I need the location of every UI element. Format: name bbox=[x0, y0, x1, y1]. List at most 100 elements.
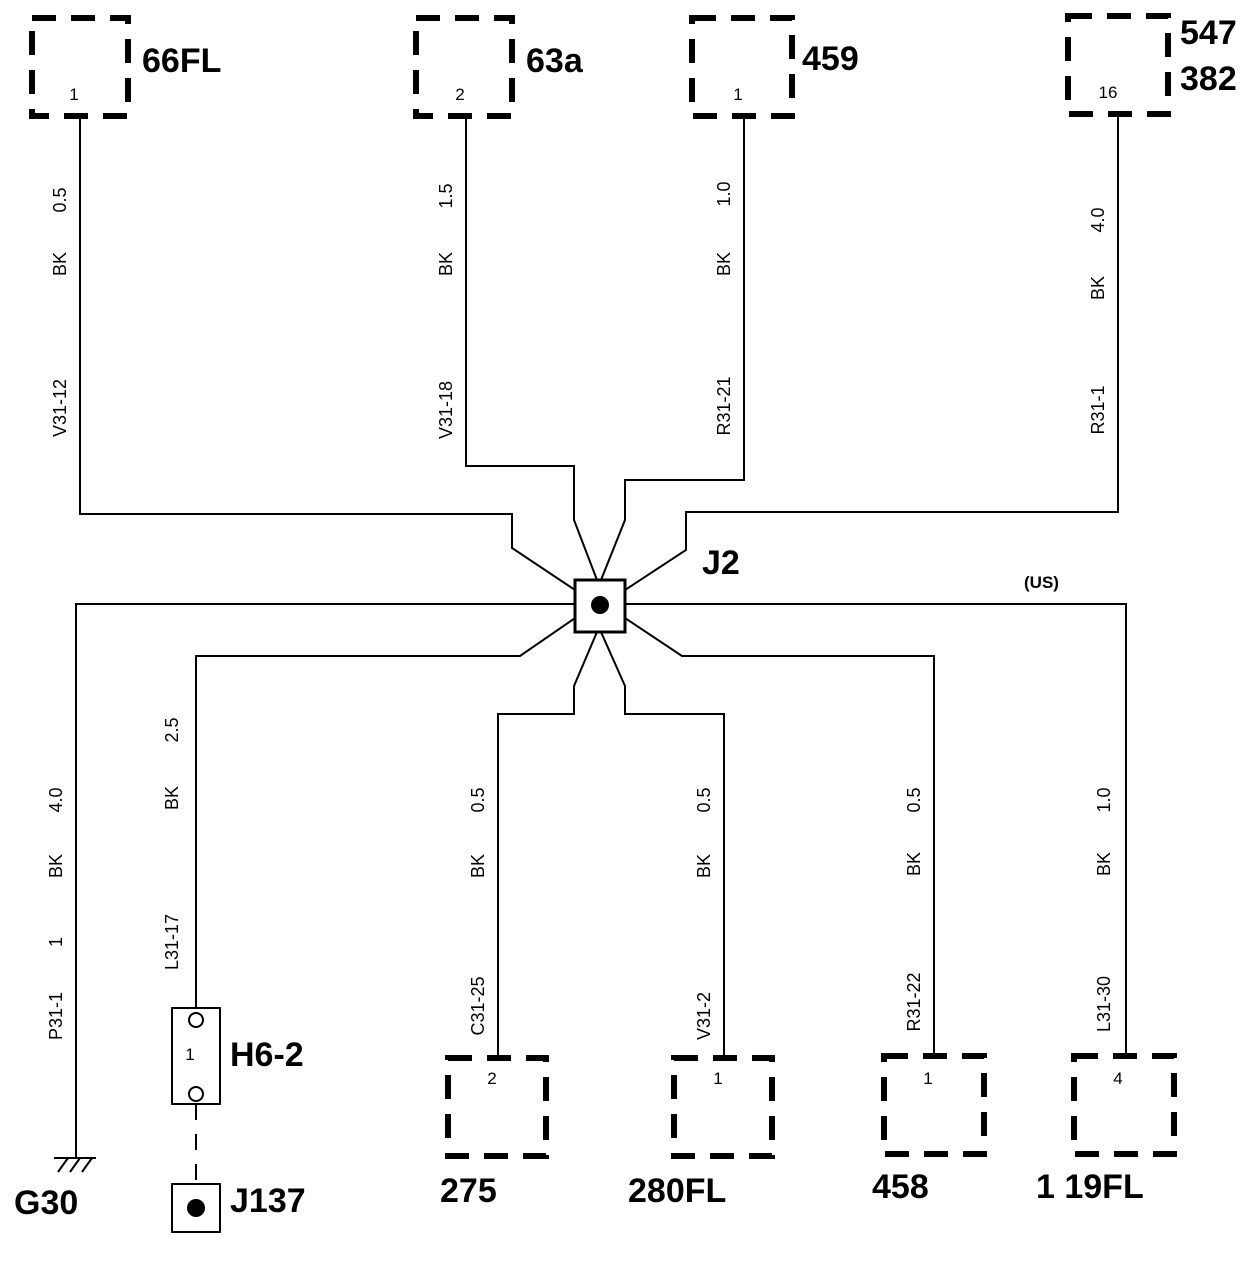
wire-66FL-color: BK bbox=[50, 252, 70, 276]
connector-275: 2 275 bbox=[440, 1055, 549, 1210]
wire-H6-2-size: 2.5 bbox=[162, 717, 182, 742]
connector-275-box bbox=[445, 1055, 549, 1159]
connector-66FL-box bbox=[29, 15, 131, 119]
connector-280FL-box bbox=[671, 1055, 775, 1159]
connector-275-pin: 2 bbox=[487, 1069, 496, 1088]
wire-66FL-size: 0.5 bbox=[50, 187, 70, 212]
ground-symbol: G30 bbox=[14, 1157, 96, 1222]
connector-275-label: 275 bbox=[440, 1172, 497, 1210]
wire-G30-color: BK bbox=[46, 854, 66, 878]
connector-66FL: 1 66FL bbox=[29, 15, 221, 119]
component-H6-2-label: H6-2 bbox=[230, 1036, 304, 1074]
connector-66FL-pin: 1 bbox=[69, 85, 78, 104]
wire-1-19FL-size: 1.0 bbox=[1094, 787, 1114, 812]
wire-459-labels: 1.0 BK R31-21 bbox=[714, 181, 734, 435]
wire-458-circuit: R31-22 bbox=[904, 972, 924, 1031]
wire-547-382-color: BK bbox=[1088, 276, 1108, 300]
wire-G30-labels: 4.0 BK 1 P31-1 bbox=[46, 787, 66, 1040]
wire-459-circuit: R31-21 bbox=[714, 376, 734, 435]
connector-1-19FL-box bbox=[1071, 1053, 1177, 1157]
wire-1-19FL-labels: 1.0 BK L31-30 bbox=[1094, 787, 1114, 1032]
wire-H6-2-labels: 2.5 BK L31-17 bbox=[162, 717, 182, 970]
junction-J137: J137 bbox=[171, 1182, 306, 1233]
wire-547-382-circuit: R31-1 bbox=[1088, 385, 1108, 434]
wire-280FL bbox=[600, 631, 725, 1056]
wire-459-size: 1.0 bbox=[714, 181, 734, 206]
connector-1-19FL-label: 1 19FL bbox=[1036, 1168, 1144, 1206]
connector-382-label: 382 bbox=[1180, 60, 1237, 98]
ground-hatch-2 bbox=[69, 1157, 81, 1173]
wire-63a-color: BK bbox=[436, 252, 456, 276]
wire-547-382-size: 4.0 bbox=[1088, 207, 1108, 232]
connector-458: 1 458 bbox=[872, 1053, 987, 1206]
wire-547-382 bbox=[621, 114, 1119, 593]
wire-275 bbox=[497, 631, 598, 1056]
wire-458-labels: 0.5 BK R31-22 bbox=[904, 787, 924, 1031]
wire-459-color: BK bbox=[714, 252, 734, 276]
connector-63a-label: 63a bbox=[526, 42, 584, 80]
wire-G30-circuit: P31-1 bbox=[46, 992, 66, 1040]
connector-66FL-label: 66FL bbox=[142, 42, 221, 80]
ground-hatch-1 bbox=[57, 1157, 69, 1173]
wire-66FL-circuit: V31-12 bbox=[50, 379, 70, 437]
ground-hatch-3 bbox=[81, 1157, 93, 1173]
wire-547-382-labels: 4.0 BK R31-1 bbox=[1088, 207, 1108, 434]
wire-66FL-labels: 0.5 BK V31-12 bbox=[50, 187, 70, 437]
wire-H6-2-color: BK bbox=[162, 786, 182, 810]
wire-1-19FL bbox=[626, 603, 1127, 1054]
connector-280FL-label: 280FL bbox=[628, 1172, 726, 1210]
wire-63a-circuit: V31-18 bbox=[436, 381, 456, 439]
wire-H6-2-circuit: L31-17 bbox=[162, 914, 182, 970]
connector-63a: 2 63a bbox=[413, 15, 584, 119]
connector-459-box bbox=[689, 15, 795, 119]
connector-458-pin: 1 bbox=[923, 1069, 932, 1088]
wire-63a bbox=[465, 116, 598, 581]
wire-458-color: BK bbox=[904, 852, 924, 876]
wire-G30 bbox=[75, 603, 574, 1158]
junction-J2-label: J2 bbox=[702, 544, 740, 582]
wire-63a-size: 1.5 bbox=[436, 183, 456, 208]
connector-63a-pin: 2 bbox=[455, 85, 464, 104]
wire-280FL-circuit: V31-2 bbox=[694, 992, 714, 1040]
wire-458-size: 0.5 bbox=[904, 787, 924, 812]
wire-66FL bbox=[79, 116, 579, 593]
junction-J2: J2 bbox=[573, 544, 740, 634]
connector-547-label: 547 bbox=[1180, 14, 1237, 52]
wire-H6-2 bbox=[195, 615, 579, 1008]
junction-J137-label: J137 bbox=[230, 1182, 306, 1220]
wire-459 bbox=[600, 116, 745, 581]
wire-275-circuit: C31-25 bbox=[468, 976, 488, 1035]
connector-547-382: 16 547 382 bbox=[1065, 13, 1237, 117]
connector-280FL-pin: 1 bbox=[713, 1069, 722, 1088]
connector-547-382-box bbox=[1065, 13, 1171, 117]
component-H6-2-terminal-bottom bbox=[188, 1086, 204, 1102]
wire-63a-labels: 1.5 BK V31-18 bbox=[436, 183, 456, 439]
ground-label: G30 bbox=[14, 1184, 78, 1222]
component-H6-2-terminal-top bbox=[188, 1012, 204, 1028]
wire-275-labels: 0.5 BK C31-25 bbox=[468, 787, 488, 1035]
connector-63a-box bbox=[413, 15, 515, 119]
wire-275-color: BK bbox=[468, 854, 488, 878]
connector-459-label: 459 bbox=[802, 40, 859, 78]
connector-458-box bbox=[881, 1053, 987, 1157]
wire-280FL-labels: 0.5 BK V31-2 bbox=[694, 787, 714, 1040]
junction-J2-dot bbox=[591, 596, 609, 614]
wire-1-19FL-circuit: L31-30 bbox=[1094, 976, 1114, 1032]
wire-1-19FL-color: BK bbox=[1094, 852, 1114, 876]
component-H6-2-pin: 1 bbox=[185, 1045, 194, 1064]
wire-275-size: 0.5 bbox=[468, 787, 488, 812]
wire-1-19FL-note: (US) bbox=[1024, 573, 1059, 592]
wire-G30-count: 1 bbox=[46, 937, 66, 947]
wire-280FL-color: BK bbox=[694, 854, 714, 878]
wire-280FL-size: 0.5 bbox=[694, 787, 714, 812]
wire-458 bbox=[621, 615, 935, 1054]
connector-459-pin: 1 bbox=[733, 85, 742, 104]
junction-J137-dot bbox=[187, 1199, 205, 1217]
connector-1-19FL-pin: 4 bbox=[1113, 1069, 1122, 1088]
connector-280FL: 1 280FL bbox=[628, 1055, 775, 1210]
connector-1-19FL: 4 1 19FL bbox=[1036, 1053, 1177, 1206]
connector-458-label: 458 bbox=[872, 1168, 929, 1206]
component-H6-2: 1 H6-2 bbox=[171, 1007, 304, 1105]
wire-G30-size: 4.0 bbox=[46, 787, 66, 812]
